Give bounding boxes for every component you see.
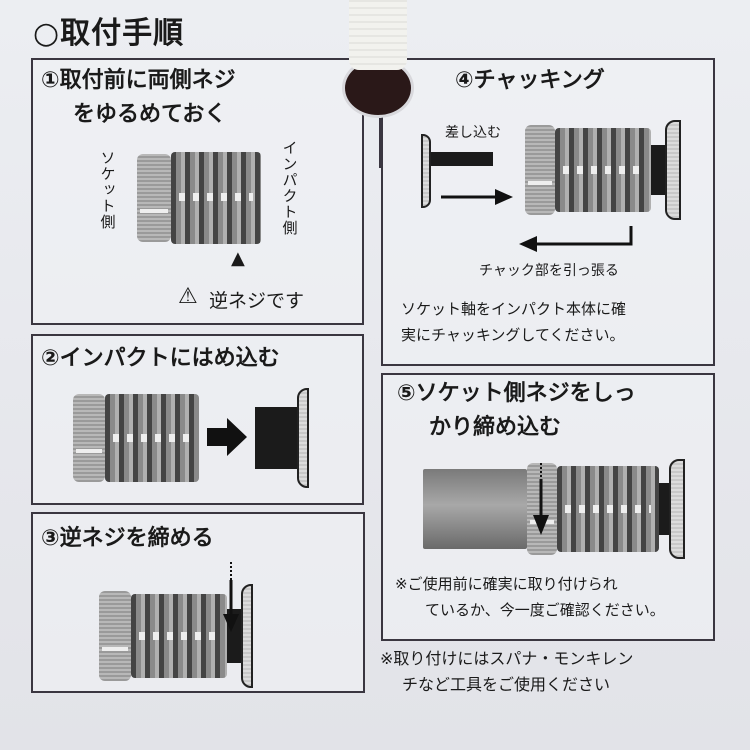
impact-head (665, 120, 681, 220)
step-5-title-line2: かり締め込む (429, 415, 562, 440)
insert-label: 差し込む (445, 125, 501, 141)
impact-head (297, 388, 309, 488)
impact-driver-illustration (255, 388, 309, 488)
adapter-nut (99, 591, 131, 681)
step-4-box: ④チャッキング 差し込む チャック部を引っ張る ソケット軸をインパクト本体に確 … (381, 58, 715, 366)
adapter-nut (137, 154, 171, 242)
impact-head (241, 584, 253, 688)
adapter-threads (105, 394, 199, 482)
step-3-title: ③逆ネジを締める (41, 526, 214, 551)
adapter-illustration (137, 152, 261, 244)
footer-note-line2: チなど工具をご使用ください (402, 675, 611, 694)
impact-head (669, 459, 685, 559)
socket-shaft-illustration (421, 134, 493, 208)
warning-icon: ⚠ (178, 284, 198, 309)
step-5-note-line2: ているか、今一度ご確認ください。 (425, 601, 665, 619)
step-4-note-line1: ソケット軸をインパクト本体に確 (401, 300, 627, 318)
reverse-thread-warning: 逆ネジです (209, 290, 305, 312)
arrow-right-icon (207, 418, 247, 456)
tighten-arrow-down-icon (533, 463, 549, 535)
adapter-threads (131, 594, 227, 678)
step-2-title: ②インパクトにはめ込む (41, 346, 280, 371)
insert-arrow-right-icon (441, 189, 513, 205)
tie-leg-right (379, 118, 381, 168)
step-5-title-line1: ⑤ソケット側ネジをしっ (397, 381, 636, 406)
impact-side-label: インパクト側 (280, 140, 299, 236)
step-5-box: ⑤ソケット側ネジをしっ かり締め込む ※ご使用前に確実に取り付けられ ているか、… (381, 373, 715, 641)
socket-body (423, 469, 527, 549)
pull-chuck-label: チャック部を引っ張る (479, 263, 619, 279)
step-1-title-line1: ①取付前に両側ネジ (41, 68, 236, 93)
socket-shaft (431, 152, 493, 166)
marker-triangle-icon: ▲ (231, 248, 245, 269)
adapter-illustration (73, 394, 199, 482)
step-4-note-line2: 実にチャッキングしてください。 (401, 326, 625, 344)
rotation-arrow-down-icon (223, 562, 239, 632)
adapter-threads (557, 466, 659, 552)
adapter-on-impact-illustration (99, 584, 253, 688)
step-1-title-line2: をゆるめておく (73, 102, 227, 127)
adapter-nut (525, 125, 555, 215)
impact-anvil (651, 145, 665, 195)
adapter-nut (73, 394, 105, 482)
step-4-title: ④チャッキング (455, 68, 605, 93)
socket-side-label: ソケット側 (98, 150, 117, 230)
pull-arrow-left-icon (519, 226, 633, 252)
step-2-box: ②インパクトにはめ込む (31, 334, 364, 505)
adapter-threads (171, 152, 261, 244)
impact-anvil (659, 483, 669, 535)
step-3-box: ③逆ネジを締める (31, 512, 365, 693)
page-title: ○取付手順 (33, 16, 185, 51)
assembled-illustration (423, 459, 685, 559)
step-1-box: ①取付前に両側ネジ をゆるめておく ソケット側 インパクト側 ▲ ⚠ 逆ネジです (31, 58, 364, 325)
adapter-threads (555, 128, 651, 212)
step-5-note-line1: ※ご使用前に確実に取り付けられ (395, 575, 618, 593)
adapter-on-impact-illustration (525, 120, 681, 220)
socket-base (421, 134, 431, 208)
cable-tie (349, 0, 407, 70)
impact-anvil (255, 407, 297, 469)
footer-note-line1: ※取り付けにはスパナ・モンキレン (380, 649, 634, 668)
